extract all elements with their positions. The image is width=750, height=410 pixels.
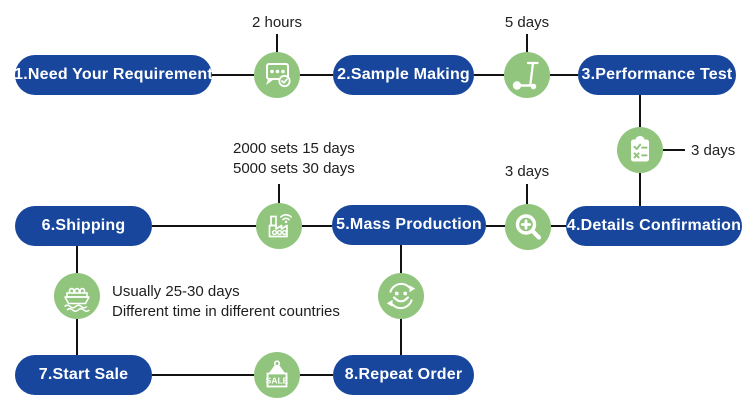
chat-check-icon [254, 52, 300, 98]
annotation-3-days-confirmation: 3 days [691, 142, 736, 159]
connector-step7-sale [152, 374, 254, 376]
ship-icon [54, 273, 100, 319]
sale-sign-icon: SALE [254, 352, 300, 398]
annotation-production-lead-1: 2000 sets 15 days [233, 140, 355, 157]
connector-step5-magnifier [486, 225, 505, 227]
connector-step5-smiley [400, 245, 402, 273]
connector-5days-scooter [526, 34, 528, 52]
annotation-5-days: 5 days [504, 14, 550, 31]
connector-scooter-step3 [550, 74, 578, 76]
connector-step6-factory [152, 225, 256, 227]
connector-step6-ship [76, 246, 78, 273]
connector-magnifier-step4 [551, 225, 566, 227]
annotation-2-hours: 2 hours [251, 14, 303, 31]
step-pill-repeat-order: 8.Repeat Order [333, 355, 474, 395]
connector-clipboard-3days [663, 149, 685, 151]
connector-leadtime-factory [278, 184, 280, 203]
sale-sign-label: SALE [266, 376, 289, 386]
step-pill-details-confirmation: 4.Details Confirmation [566, 206, 742, 246]
connector-step1-chat [212, 74, 254, 76]
step-pill-need-your-requirement: 1.Need Your Requirement [14, 55, 213, 95]
connector-3days-magnifier [526, 184, 528, 204]
connector-step3-clipboard [639, 95, 641, 127]
clipboard-checklist-icon [617, 127, 663, 173]
annotation-shipping-time-2: Different time in different countries [112, 303, 340, 320]
step-pill-sample-making: 2.Sample Making [333, 55, 474, 95]
step-pill-mass-production: 5.Mass Production [332, 205, 486, 245]
scooter-icon [504, 52, 550, 98]
connector-sale-step8 [300, 374, 333, 376]
connector-smiley-step8 [400, 319, 402, 355]
smiley-repeat-icon [378, 273, 424, 319]
annotation-3-days-production: 3 days [504, 163, 550, 180]
factory-icon [256, 203, 302, 249]
step-pill-start-sale: 7.Start Sale [15, 355, 152, 395]
step-pill-shipping: 6.Shipping [15, 206, 152, 246]
step-pill-performance-test: 3.Performance Test [578, 55, 736, 95]
connector-step2-scooter [474, 74, 504, 76]
connector-2hours-chat [276, 34, 278, 52]
connector-factory-step5 [302, 225, 332, 227]
connector-chat-step2 [300, 74, 333, 76]
connector-ship-step7 [76, 319, 78, 355]
annotation-production-lead-2: 5000 sets 30 days [233, 160, 355, 177]
connector-clipboard-step4 [639, 173, 641, 206]
magnifier-plus-icon [505, 204, 551, 250]
annotation-shipping-time-1: Usually 25-30 days [112, 283, 240, 300]
